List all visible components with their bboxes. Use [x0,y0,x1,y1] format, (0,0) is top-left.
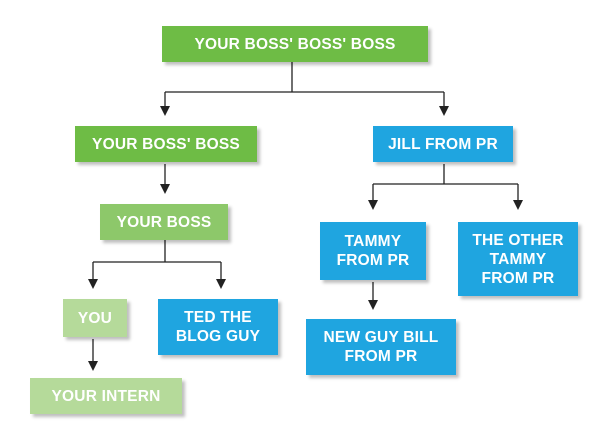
arrowhead-intern [88,361,98,371]
node-you: YOU [63,299,127,337]
node-boss-boss-boss: YOUR BOSS' BOSS' BOSS [162,26,428,62]
node-label: YOUR BOSS' BOSS' BOSS [194,35,396,53]
node-label: THE OTHER TAMMY FROM PR [472,231,564,287]
connector-boss-split [93,240,221,263]
node-tammy-from-pr: TAMMY FROM PR [320,222,426,280]
node-label: NEW GUY BILL FROM PR [323,329,439,365]
connector-boss3-split [165,62,444,93]
arrowhead-tammy [368,200,378,210]
node-ted-the-blog-guy: TED THE BLOG GUY [158,299,278,355]
arrowhead-boss2 [160,106,170,116]
node-label: YOUR BOSS [116,213,212,231]
arrowhead-ted [216,279,226,289]
node-label: JILL FROM PR [388,135,498,153]
node-label: TED THE BLOG GUY [175,309,261,345]
node-new-guy-bill: NEW GUY BILL FROM PR [306,319,456,375]
arrowhead-jill [439,106,449,116]
node-your-boss: YOUR BOSS [100,204,228,240]
node-boss-boss: YOUR BOSS' BOSS [75,126,257,162]
connector-jill-split [373,164,518,185]
arrowhead-bill [368,300,378,310]
arrowhead-you [88,279,98,289]
node-your-intern: YOUR INTERN [30,378,182,414]
arrowhead-boss [160,184,170,194]
node-label: YOUR BOSS' BOSS [92,135,240,153]
node-other-tammy: THE OTHER TAMMY FROM PR [458,222,578,296]
node-jill-from-pr: JILL FROM PR [373,126,513,162]
node-label: YOU [77,309,113,327]
node-label: TAMMY FROM PR [336,233,410,269]
node-label: YOUR INTERN [51,387,161,405]
arrowhead-other-tammy [513,200,523,210]
